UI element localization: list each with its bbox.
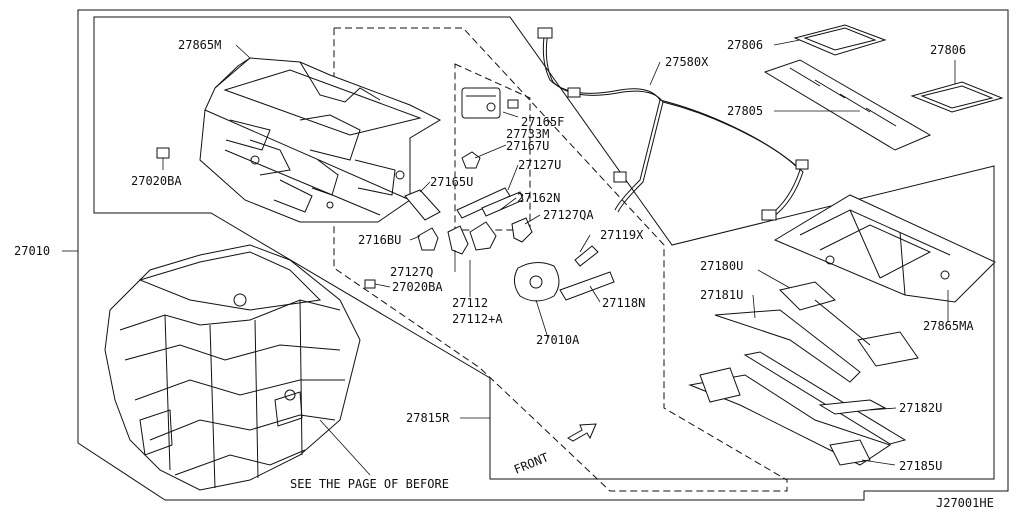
label-27119x: 27119X (600, 228, 644, 242)
upper-case-drawing (199, 57, 442, 223)
diagram-code: J27001HE (936, 496, 994, 510)
linkage-group-frame (333, 27, 788, 492)
harness-drawing (537, 27, 809, 221)
filter-drawing (763, 24, 1004, 151)
label-27020ba-bottom: 27020BA (392, 280, 443, 294)
front-arrow (567, 423, 597, 442)
upper-subassembly-frame (93, 16, 995, 480)
label-27181u: 27181U (700, 288, 743, 302)
see-page-note: SEE THE PAGE OF BEFORE (290, 477, 449, 491)
label-27127qa: 27127QA (543, 208, 594, 222)
label-2716bu: 2716BU (358, 233, 401, 247)
label-27180u: 27180U (700, 259, 743, 273)
label-27162n: 27162N (517, 191, 560, 205)
label-27127q: 27127Q (390, 265, 433, 279)
label-27865m: 27865M (178, 38, 221, 52)
label-27185u: 27185U (899, 459, 942, 473)
lower-case-drawing (773, 194, 996, 303)
label-27806-right: 27806 (930, 43, 966, 57)
label-27805: 27805 (727, 104, 763, 118)
leader-lines (62, 39, 956, 476)
label-27580x: 27580X (665, 55, 709, 69)
label-27167u: 27167U (506, 139, 549, 153)
label-27127u: 27127U (518, 158, 561, 172)
label-27010a: 27010A (536, 333, 580, 347)
label-27815r: 27815R (406, 411, 450, 425)
label-27112-a: 27112+A (452, 312, 503, 326)
label-27020ba-left: 27020BA (131, 174, 182, 188)
front-label: FRONT (512, 450, 551, 477)
label-27165u: 27165U (430, 175, 473, 189)
label-27118n: 27118N (602, 296, 645, 310)
label-27165f: 27165F (521, 115, 564, 129)
label-27010: 27010 (14, 244, 50, 258)
duct-drawing (688, 281, 919, 466)
linkage-parts-drawing (156, 87, 615, 302)
heater-unit-drawing (104, 244, 361, 491)
label-27865ma: 27865MA (923, 319, 974, 333)
main-assembly-frame (77, 9, 1009, 501)
label-27112: 27112 (452, 296, 488, 310)
label-27806-left: 27806 (727, 38, 763, 52)
label-27182u: 27182U (899, 401, 942, 415)
label-27733m: 27733M (506, 127, 549, 141)
